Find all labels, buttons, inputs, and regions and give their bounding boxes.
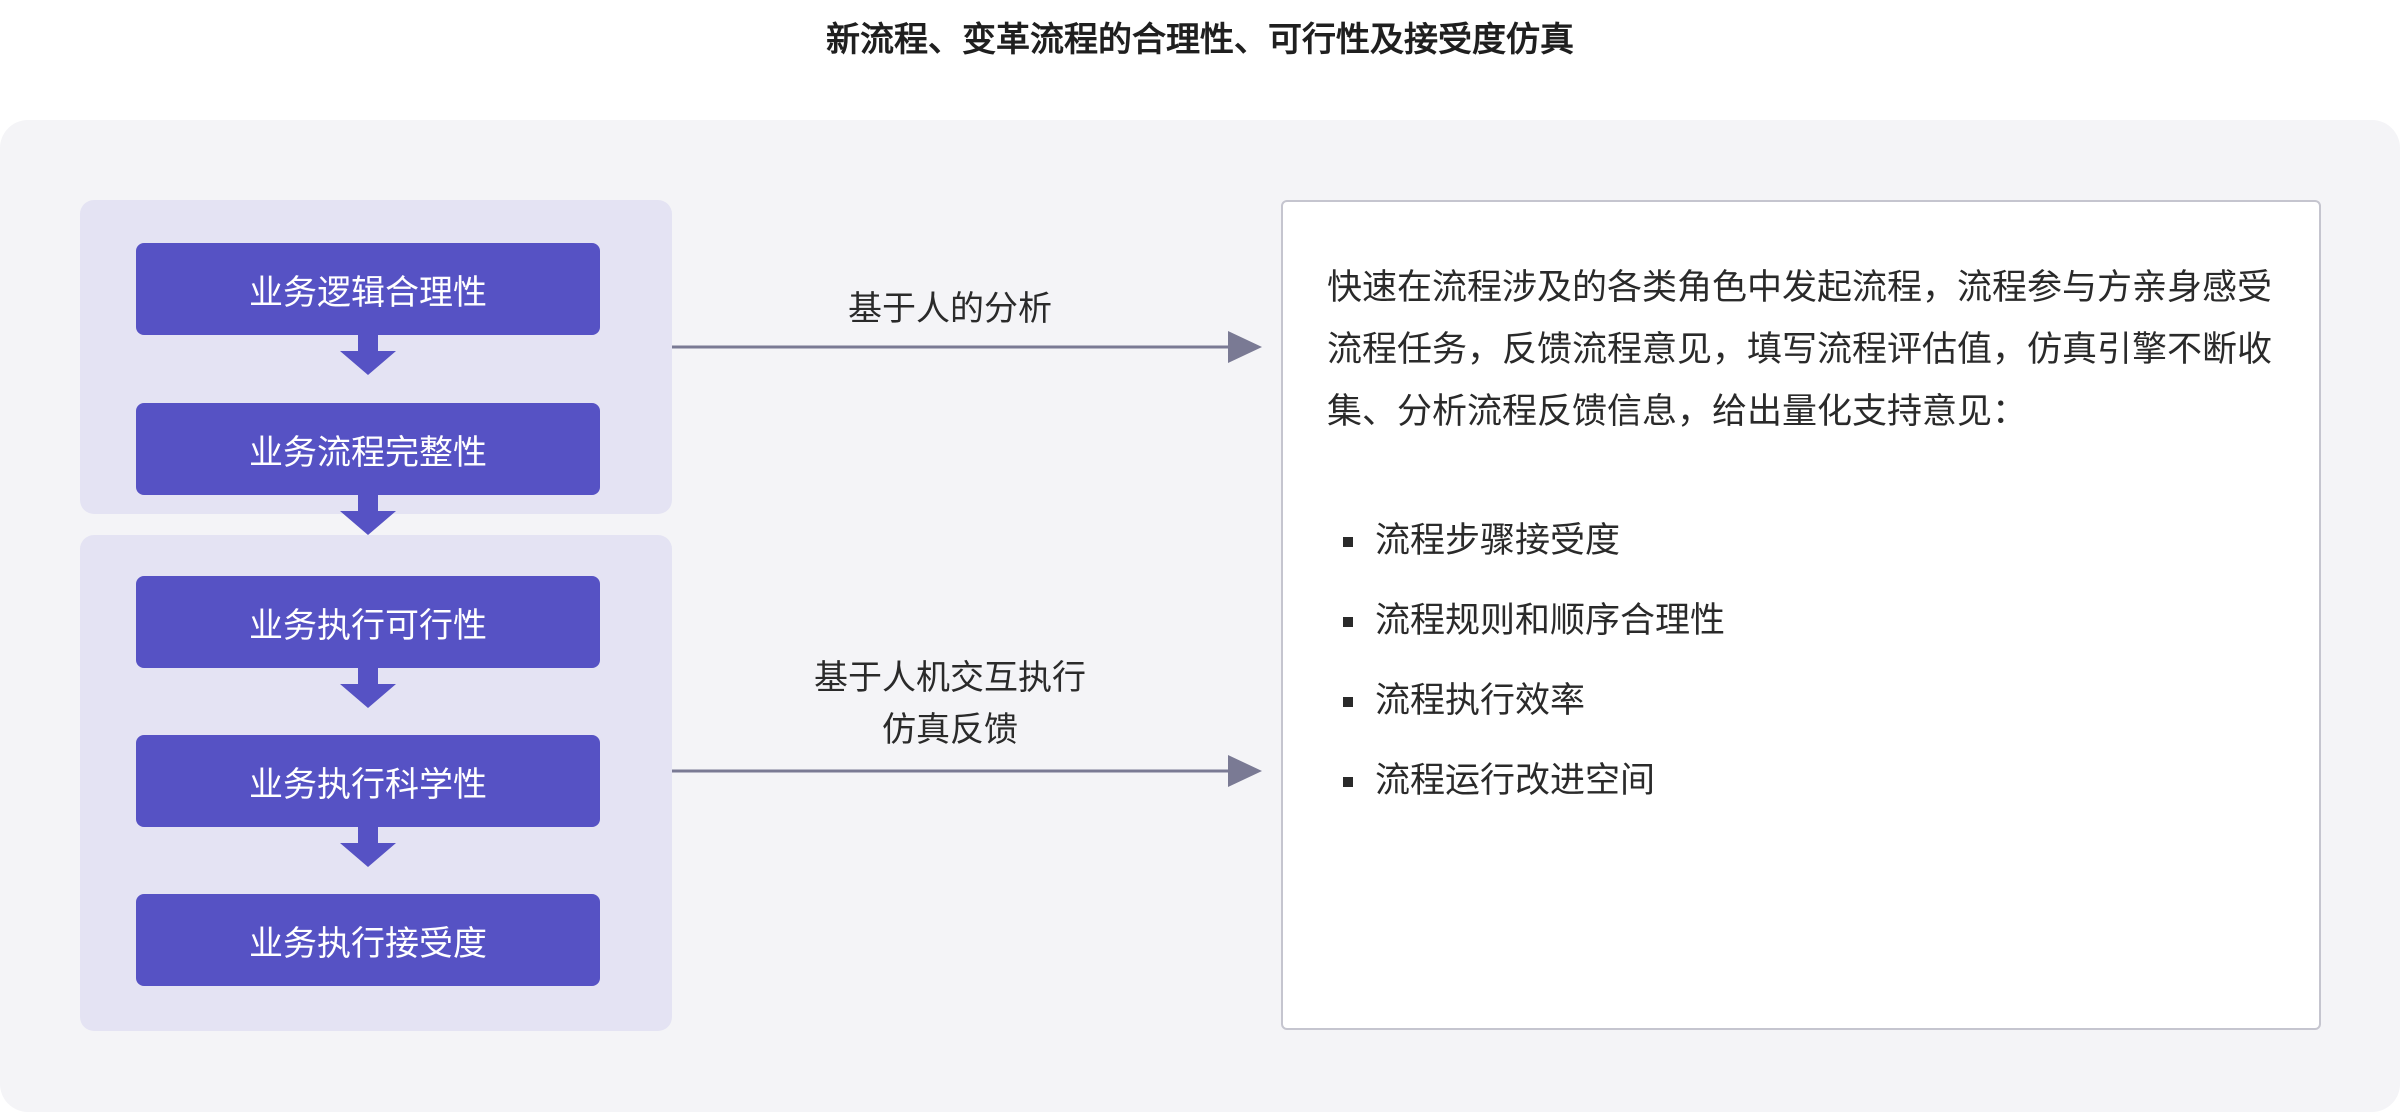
list-item: 流程执行效率 bbox=[1327, 661, 2275, 741]
bullet-icon bbox=[1343, 697, 1353, 707]
down-arrow-icon bbox=[340, 335, 396, 375]
connector-human-label: 基于人的分析 bbox=[848, 289, 1052, 329]
step-process-integrity: 业务流程完整性 bbox=[136, 403, 600, 495]
list-item-label: 流程步骤接受度 bbox=[1375, 521, 1621, 561]
result-box: 快速在流程涉及的各类角色中发起流程，流程参与方亲身感受流程任务，反馈流程意见，填… bbox=[1281, 200, 2321, 1030]
list-item-label: 流程执行效率 bbox=[1375, 681, 1586, 721]
list-item-label: 流程运行改进空间 bbox=[1375, 761, 1656, 801]
step-execution-scientific: 业务执行科学性 bbox=[136, 735, 600, 827]
list-item-label: 流程规则和顺序合理性 bbox=[1375, 601, 1726, 641]
bullet-icon bbox=[1343, 777, 1353, 787]
connector-hci-label: 基于人机交互执行 仿真反馈 bbox=[770, 652, 1130, 756]
result-description: 快速在流程涉及的各类角色中发起流程，流程参与方亲身感受流程任务，反馈流程意见，填… bbox=[1327, 268, 2273, 432]
down-arrow-icon bbox=[340, 668, 396, 708]
step-execution-feasibility: 业务执行可行性 bbox=[136, 576, 600, 668]
list-item: 流程运行改进空间 bbox=[1327, 741, 2275, 821]
connector-hci-line2: 仿真反馈 bbox=[882, 710, 1018, 750]
bullet-icon bbox=[1343, 537, 1353, 547]
connector-hci-line1: 基于人机交互执行 bbox=[814, 658, 1086, 698]
right-arrow-icon bbox=[672, 755, 1262, 787]
right-arrow-icon bbox=[672, 331, 1262, 363]
result-list: 流程步骤接受度 流程规则和顺序合理性 流程执行效率 流程运行改进空间 bbox=[1327, 501, 2275, 821]
list-item: 流程规则和顺序合理性 bbox=[1327, 581, 2275, 661]
down-arrow-icon bbox=[340, 827, 396, 867]
step-execution-acceptance: 业务执行接受度 bbox=[136, 894, 600, 986]
step-logic-rationality: 业务逻辑合理性 bbox=[136, 243, 600, 335]
list-item: 流程步骤接受度 bbox=[1327, 501, 2275, 581]
down-arrow-icon bbox=[340, 495, 396, 535]
bullet-icon bbox=[1343, 617, 1353, 627]
page-title: 新流程、变革流程的合理性、可行性及接受度仿真 bbox=[826, 20, 1574, 60]
